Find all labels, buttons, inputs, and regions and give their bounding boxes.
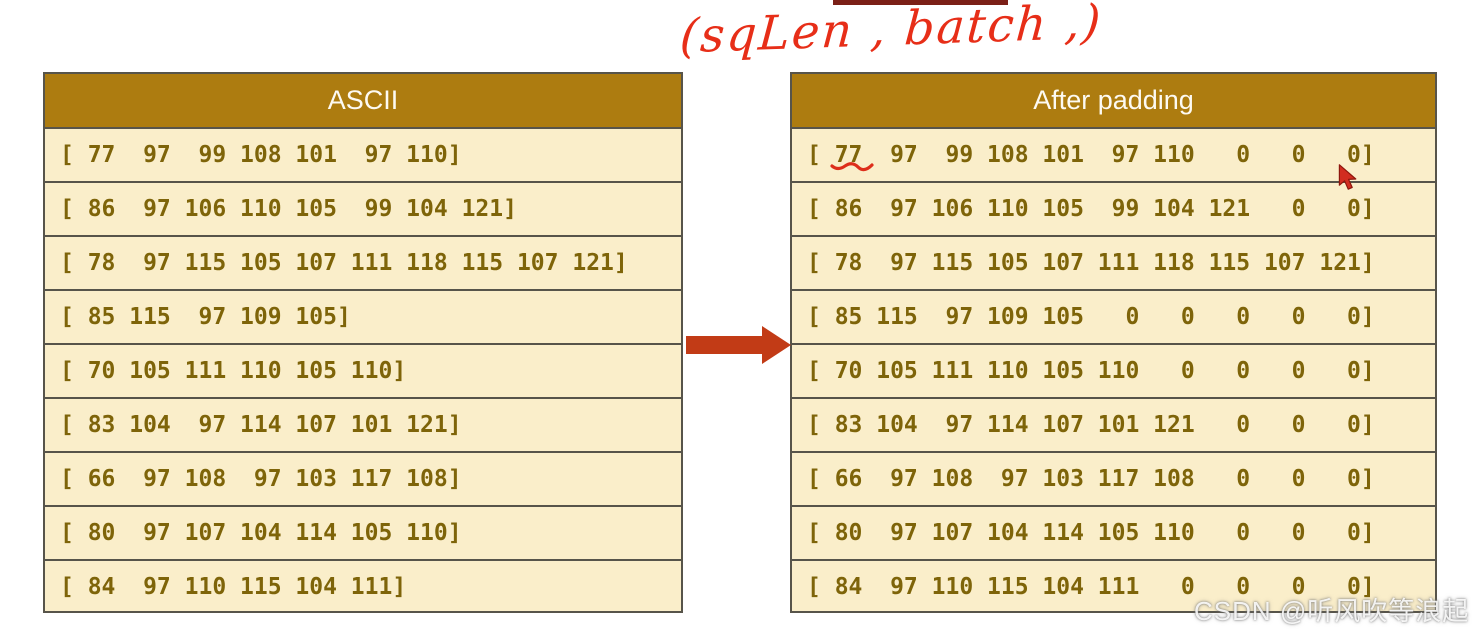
table-row: [ 80 97 107 104 114 105 110] bbox=[45, 505, 681, 559]
table-row: [ 84 97 110 115 104 111] bbox=[45, 559, 681, 613]
after-padding-table: After padding [ 77 97 99 108 101 97 110 … bbox=[790, 72, 1437, 613]
table-row: [ 70 105 111 110 105 110 0 0 0 0] bbox=[792, 343, 1435, 397]
table-row: [ 66 97 108 97 103 117 108 0 0 0] bbox=[792, 451, 1435, 505]
table-row: [ 66 97 108 97 103 117 108] bbox=[45, 451, 681, 505]
table-row: [ 85 115 97 109 105 0 0 0 0 0] bbox=[792, 289, 1435, 343]
table-row: [ 70 105 111 110 105 110] bbox=[45, 343, 681, 397]
table-row: [ 80 97 107 104 114 105 110 0 0 0] bbox=[792, 505, 1435, 559]
csdn-watermark: CSDN @听风吹等浪起 bbox=[1194, 596, 1470, 626]
table-row: [ 77 97 99 108 101 97 110] bbox=[45, 127, 681, 181]
after-padding-table-rows: [ 77 97 99 108 101 97 110 0 0 0][ 86 97 … bbox=[792, 127, 1435, 613]
table-row: [ 83 104 97 114 107 101 121] bbox=[45, 397, 681, 451]
handwritten-annotation: (sqLen , batch ,) bbox=[678, 0, 1105, 65]
red-underline-icon bbox=[830, 160, 874, 179]
ascii-table: ASCII [ 77 97 99 108 101 97 110][ 86 97 … bbox=[43, 72, 683, 613]
table-row: [ 86 97 106 110 105 99 104 121] bbox=[45, 181, 681, 235]
mouse-pointer-icon bbox=[1337, 164, 1359, 197]
ascii-table-rows: [ 77 97 99 108 101 97 110][ 86 97 106 11… bbox=[45, 127, 681, 613]
table-row: [ 83 104 97 114 107 101 121 0 0 0] bbox=[792, 397, 1435, 451]
table-row: [ 84 97 110 115 104 111 0 0 0 0] bbox=[792, 559, 1435, 613]
table-row: [ 78 97 115 105 107 111 118 115 107 121] bbox=[792, 235, 1435, 289]
after-padding-table-header: After padding bbox=[792, 74, 1435, 127]
transform-arrow-icon bbox=[684, 324, 794, 371]
ascii-table-header: ASCII bbox=[45, 74, 681, 127]
table-row: [ 78 97 115 105 107 111 118 115 107 121] bbox=[45, 235, 681, 289]
table-row: [ 85 115 97 109 105] bbox=[45, 289, 681, 343]
table-row: [ 77 97 99 108 101 97 110 0 0 0] bbox=[792, 127, 1435, 181]
table-row: [ 86 97 106 110 105 99 104 121 0 0] bbox=[792, 181, 1435, 235]
top-maroon-bar bbox=[833, 0, 1008, 5]
